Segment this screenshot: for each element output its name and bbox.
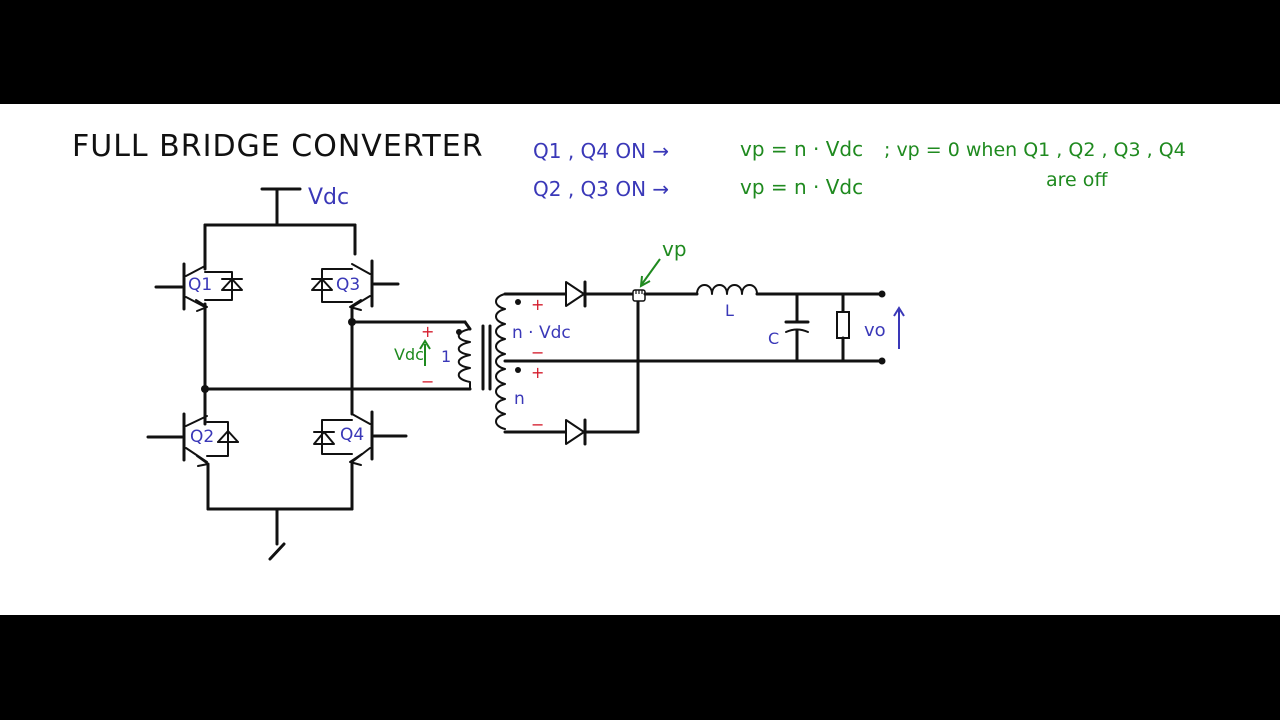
page-title: FULL BRIDGE CONVERTER: [72, 129, 484, 164]
sec-bottom-minus: −: [531, 415, 544, 434]
q3-label: Q3: [336, 275, 360, 295]
diode-bottom: [565, 292, 640, 446]
sec-top-plus: +: [531, 295, 544, 314]
load-resistor: [810, 292, 884, 363]
junction-dot: [201, 385, 209, 393]
q4-label: Q4: [340, 425, 364, 445]
inductor: [643, 284, 884, 296]
capacitor: [784, 292, 810, 363]
right-leg: [350, 223, 467, 511]
q1-label: Q1: [188, 275, 212, 295]
secondary-voltage-label: n · Vdc: [512, 323, 571, 343]
transformer-secondary: [495, 292, 814, 434]
circuit-diagram: FULL BRIDGE CONVERTER Vdc Q1: [72, 129, 1186, 561]
q2-label: Q2: [190, 427, 214, 447]
inductor-label: L: [725, 301, 734, 320]
note-line1-switches: Q1 , Q4 ON →: [533, 139, 669, 163]
output-terminal: [878, 290, 886, 298]
sec-bottom-plus: +: [531, 363, 544, 382]
secondary-turns: n: [514, 389, 525, 409]
transistor-q1: [154, 262, 243, 312]
polarity-dot: [456, 329, 462, 335]
polarity-dot: [515, 367, 521, 373]
supply-rail: [203, 187, 357, 227]
junction-dot: [348, 318, 356, 326]
hand-cursor-icon: [632, 289, 646, 302]
whiteboard: FULL BRIDGE CONVERTER Vdc Q1: [0, 104, 1280, 615]
transistor-q3: [311, 259, 400, 311]
diode-top: [565, 280, 640, 308]
note-line2-switches: Q2 , Q3 ON →: [533, 177, 669, 201]
note-off-condition: ; vp = 0 when Q1 , Q2 , Q3 , Q4: [884, 139, 1186, 161]
primary-minus: −: [421, 372, 434, 391]
vp-pointer: [639, 258, 661, 288]
primary-voltage-label: Vdc: [394, 345, 424, 364]
note-line1-result: vp = n · Vdc: [740, 137, 863, 161]
vp-label: vp: [662, 237, 687, 261]
transistor-q2: [146, 412, 239, 467]
output-arrow: [893, 306, 905, 349]
note-off-condition-2: are off: [1046, 169, 1108, 191]
transistor-q4: [313, 410, 408, 466]
note-line2-result: vp = n · Vdc: [740, 175, 863, 199]
left-leg: [203, 223, 472, 561]
polarity-dot: [515, 299, 521, 305]
primary-turns: 1: [441, 347, 451, 366]
primary-plus: +: [421, 322, 434, 341]
primary-arrow: [419, 339, 431, 366]
transformer-primary: [457, 320, 492, 391]
output-terminal: [878, 357, 886, 365]
sec-top-minus: −: [531, 343, 544, 362]
output-voltage-label: vo: [864, 320, 886, 341]
supply-label: Vdc: [308, 185, 349, 210]
capacitor-label: C: [768, 329, 779, 348]
